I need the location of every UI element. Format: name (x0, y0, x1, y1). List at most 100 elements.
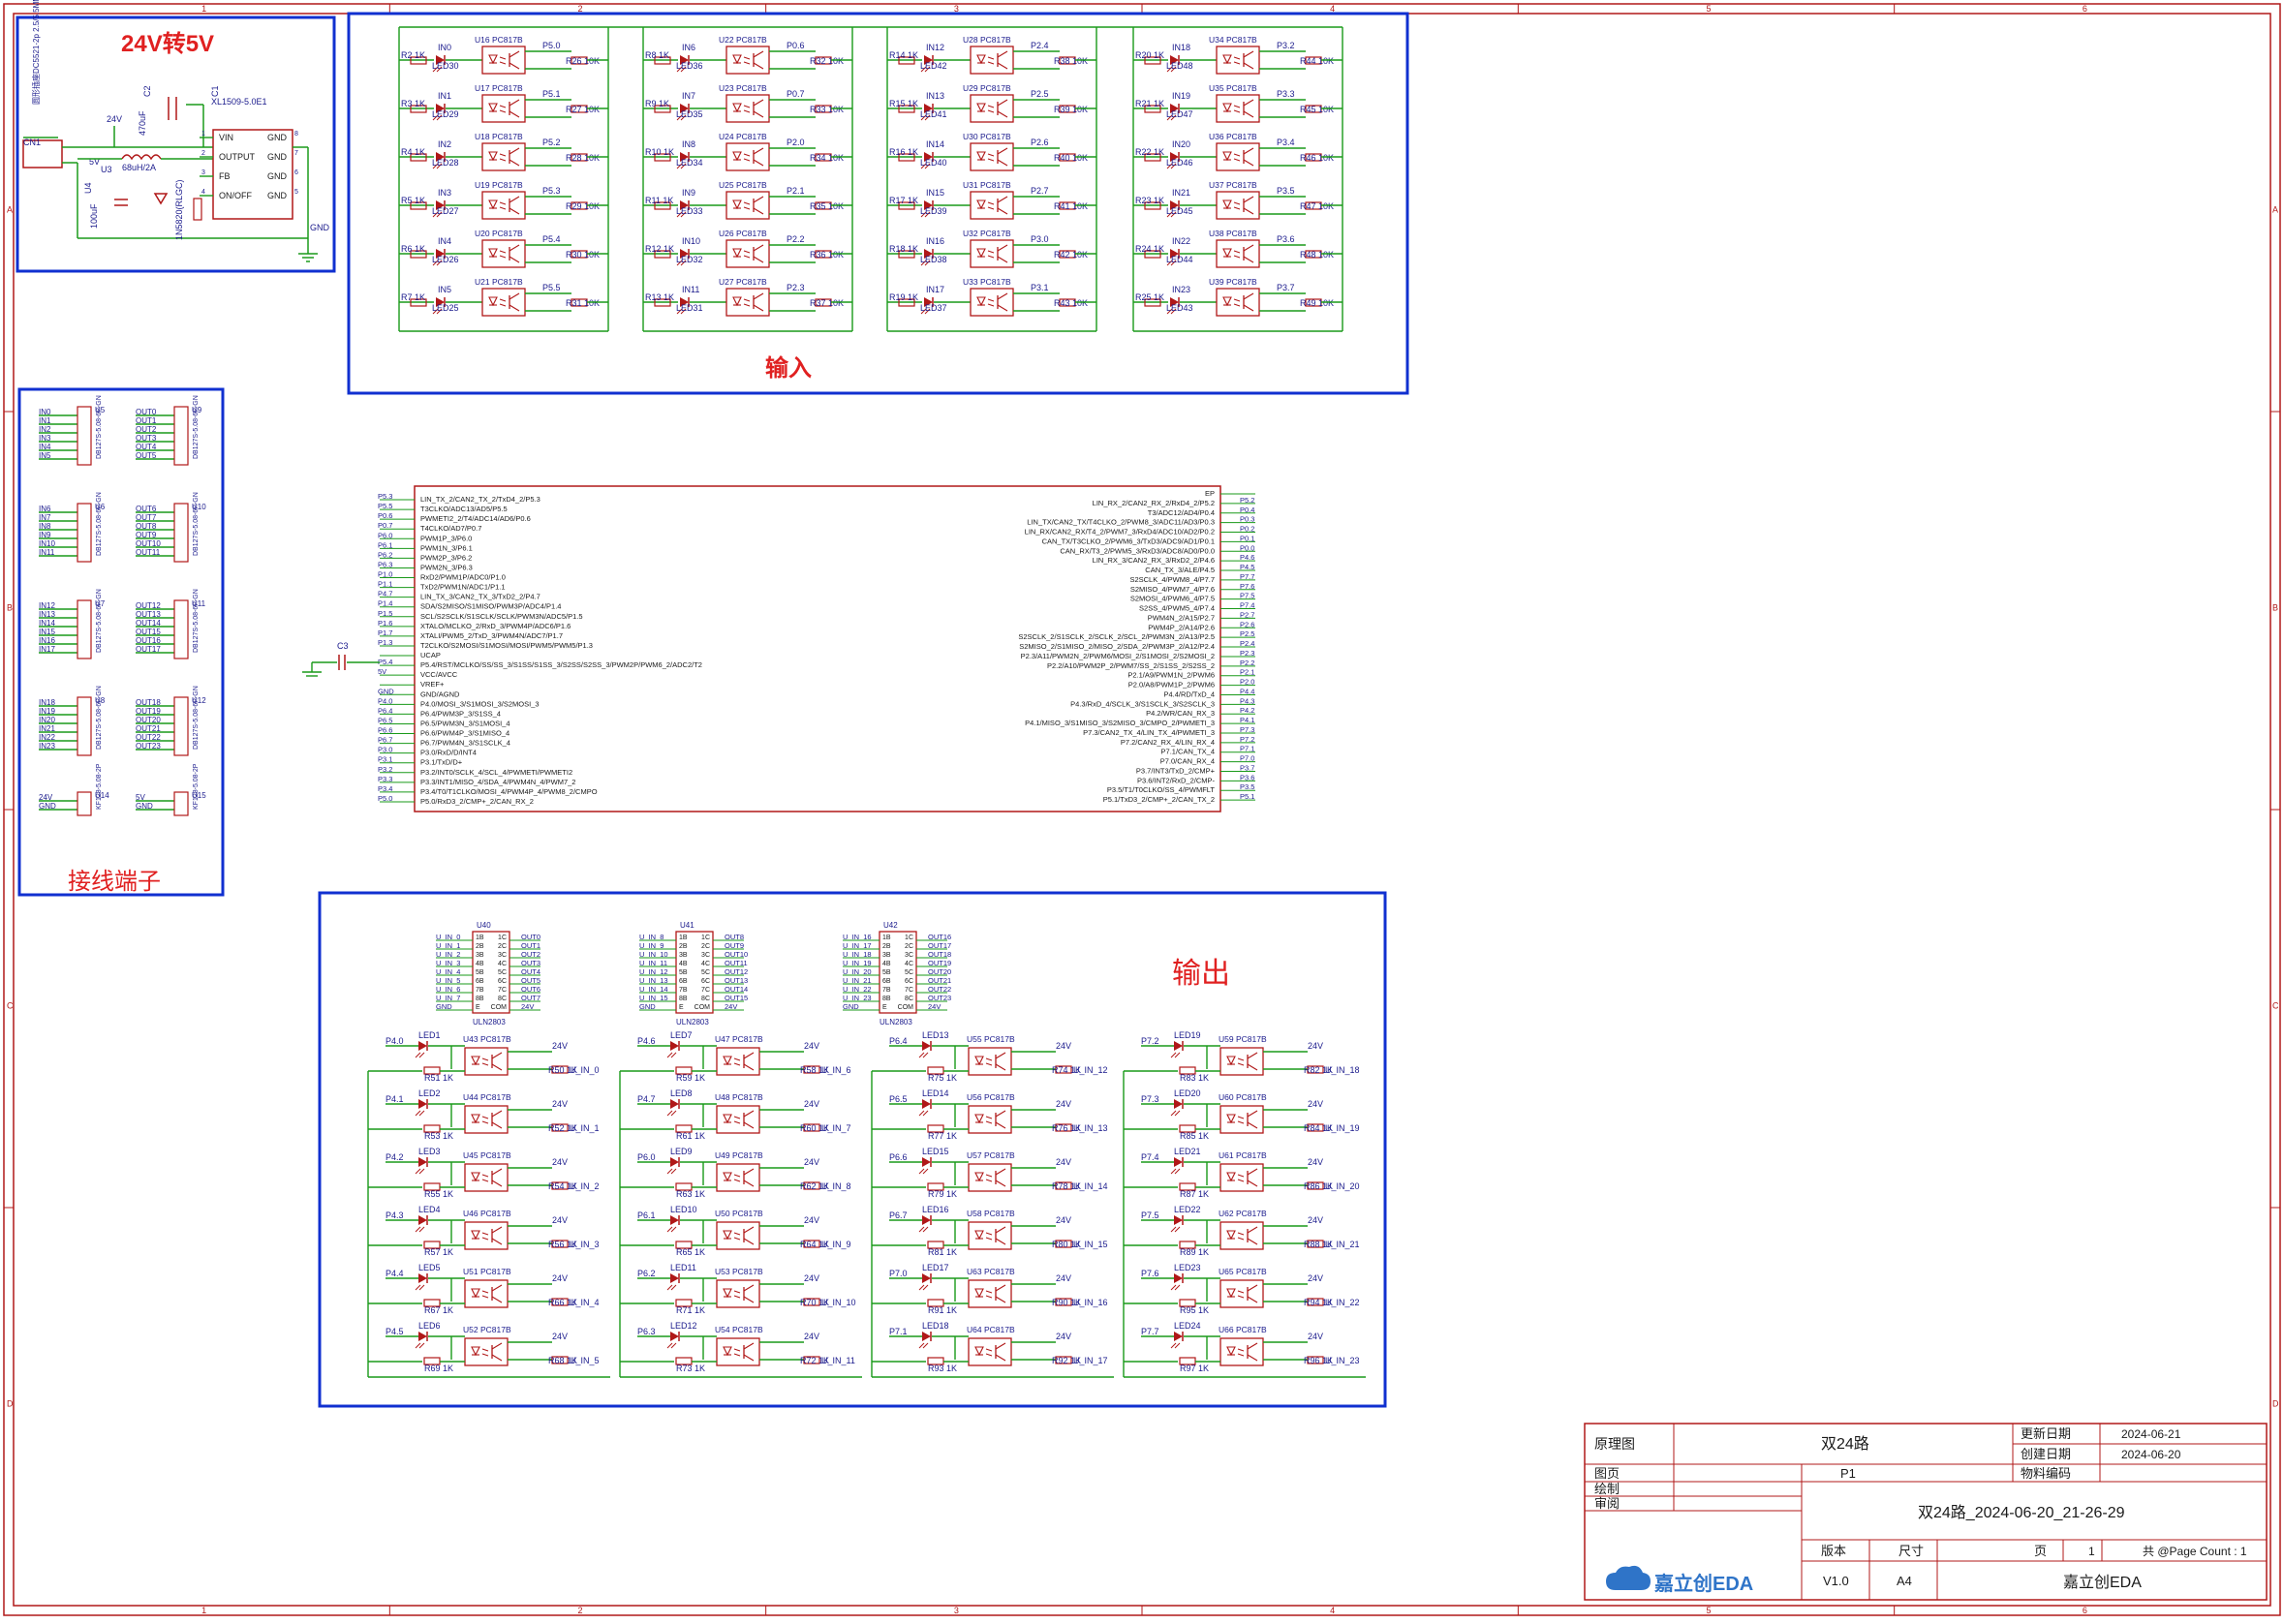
input-optocoupler-icon (725, 239, 770, 268)
cap-c1-ref: C1 (210, 85, 220, 97)
input-resistor (654, 298, 671, 307)
input-net-label: IN13 (926, 91, 944, 101)
output-optocoupler-icon (968, 1163, 1012, 1192)
opto-collector (1243, 292, 1254, 300)
output-port-label: P6.0 (637, 1152, 656, 1162)
led-ray (418, 1226, 425, 1233)
input-led-icon (432, 152, 446, 169)
mcu-pin-name: P3.7/INT3/TxD_2/CMP+ (1136, 766, 1216, 775)
led-ray (418, 1284, 425, 1291)
opto-led (976, 103, 986, 113)
input-led-label: LED26 (432, 255, 459, 264)
led-ray (436, 308, 443, 315)
led-triangle (1170, 297, 1179, 307)
output-led-label: LED8 (670, 1088, 693, 1098)
terminal-ref: U7 (95, 599, 106, 608)
led-ray (436, 163, 443, 169)
led-triangle (436, 55, 445, 65)
terminal-ref: U9 (192, 406, 202, 414)
uln-pin-name: 1B (679, 935, 688, 941)
opto-collector (491, 1342, 503, 1350)
led-triangle (922, 1215, 931, 1225)
output-supply-label: 24V (552, 1041, 568, 1051)
output-pulldown-label: R52 1K (548, 1123, 577, 1133)
uln-input-net: U_IN_14 (639, 985, 668, 994)
optocoupler-body (1216, 142, 1260, 171)
opto-collector (1243, 147, 1254, 155)
input-led-icon (1166, 200, 1180, 218)
uln-pin-name: 5C (905, 969, 913, 976)
terminal-net-label: IN11 (39, 548, 55, 557)
input-pullup-label: R49 10K (1300, 298, 1334, 308)
optocoupler-body (464, 1105, 509, 1134)
mcu-net-label: P0.4 (1240, 506, 1254, 514)
output-uln-net-label: U_IN_17 (1073, 1356, 1108, 1365)
uln-input-net: U_IN_15 (639, 994, 668, 1002)
opto-light (481, 1295, 489, 1299)
opto-led (974, 1056, 984, 1066)
input-led-label: LED43 (1166, 303, 1193, 313)
terminal-part: KF128-5.08-2P (96, 763, 103, 810)
output-pulldown-resistor (551, 1240, 569, 1248)
input-net-label: IN3 (438, 188, 451, 198)
input-resistor (1144, 250, 1161, 259)
optocoupler-body (716, 1105, 760, 1134)
opto-light (985, 1295, 993, 1299)
input-resistor (1144, 153, 1161, 162)
opto-emitter (491, 1238, 503, 1245)
input-opto-label: U34 PC817B (1209, 35, 1257, 45)
opto-led (1222, 151, 1232, 162)
uln-input-net: U_IN_4 (436, 967, 460, 976)
opto-emitter (995, 1296, 1006, 1303)
terminal-part: DB127S-5.08-6P-GN (193, 395, 200, 459)
input-resistor (654, 250, 671, 259)
input-led-label: LED34 (676, 158, 703, 168)
led-ray (920, 163, 927, 169)
mcu-net-label: P2.5 (1240, 629, 1254, 638)
output-bias-label: R65 1K (676, 1247, 705, 1257)
output-optocoupler-icon (464, 1163, 509, 1192)
input-resistor (898, 105, 915, 113)
mcu-pin-name: P7.0/CAN_RX_4 (1160, 757, 1215, 766)
led-ray (924, 114, 931, 121)
output-optocoupler-icon (716, 1279, 760, 1308)
led-triangle (670, 1273, 679, 1283)
opto-led (1226, 1288, 1236, 1299)
opto-led (723, 1230, 732, 1241)
opto-led (471, 1114, 480, 1124)
optocoupler-body (481, 191, 526, 220)
output-pulldown-label: R66 1K (548, 1298, 577, 1307)
uln-pin-name: 2B (476, 943, 484, 950)
uln-output-net: OUT21 (928, 976, 951, 985)
input-opto-label: U30 PC817B (963, 132, 1011, 141)
led-ray (436, 211, 443, 218)
led-ray (1174, 1342, 1181, 1349)
input-resistor-label: R17 1K (889, 196, 918, 205)
uln-input-net: U_IN_10 (639, 950, 668, 959)
terminal-ref: U14 (95, 791, 109, 800)
regulator-pin-name: GND (267, 171, 288, 181)
opto-emitter (997, 159, 1008, 167)
opto-collector (491, 1052, 503, 1059)
output-uln-net-label: U_IN_2 (570, 1181, 600, 1191)
uln-output-net: OUT12 (725, 967, 748, 976)
mcu-pin-name: PWM2N_3/P6.3 (420, 563, 473, 571)
input-pullup-label: R33 10K (810, 105, 844, 114)
mcu-pin-name: P3.5/T1/T0CLKO/SS_4/PWMFLT (1107, 785, 1216, 794)
input-port-label: P5.3 (542, 186, 561, 196)
output-bias-label: R89 1K (1180, 1247, 1209, 1257)
led-triangle (924, 55, 933, 65)
output-pulldown-resistor (1307, 1123, 1324, 1132)
terminal-net-label: GND (136, 802, 153, 811)
uln-output-net: OUT7 (521, 994, 540, 1002)
input-optocoupler-icon (970, 94, 1014, 123)
input-led-icon (432, 297, 446, 315)
input-led-label: LED37 (920, 303, 947, 313)
regulator-pin-number: 8 (294, 131, 298, 138)
output-led-icon (1170, 1215, 1184, 1233)
input-resistor (1144, 105, 1161, 113)
terminal-connector (77, 791, 92, 816)
optocoupler-body (970, 46, 1014, 75)
output-led-icon (666, 1041, 680, 1058)
output-bias-label: R55 1K (424, 1189, 453, 1199)
